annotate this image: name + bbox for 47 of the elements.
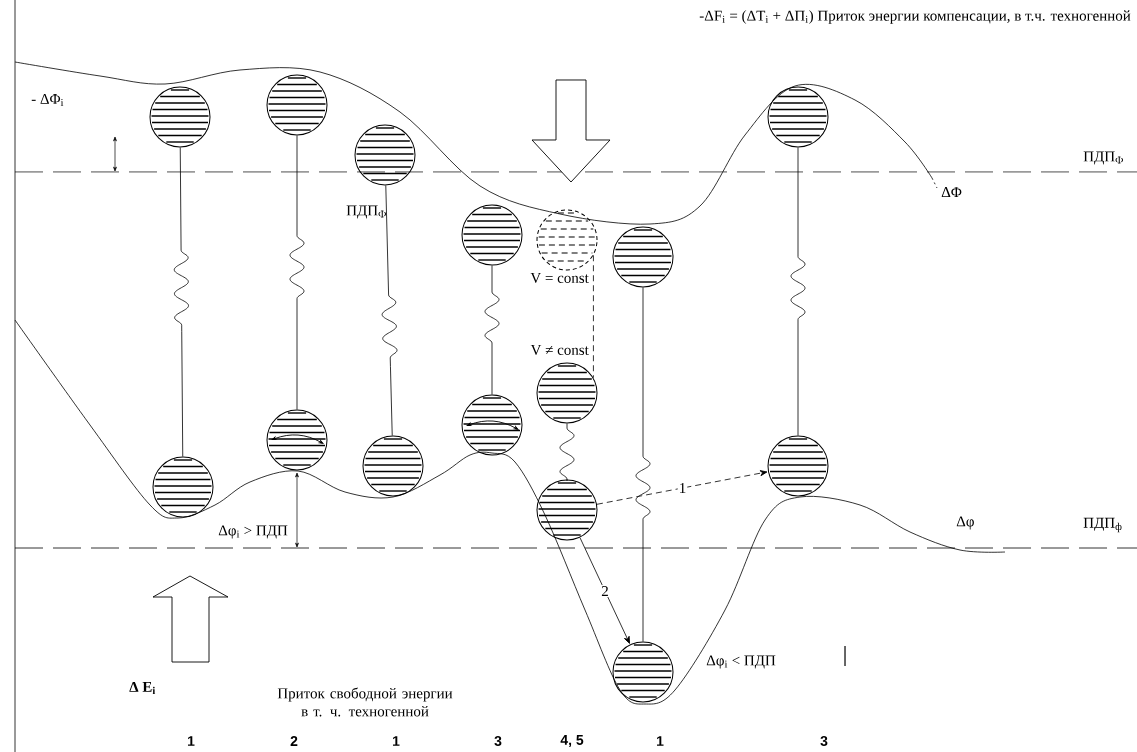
hatched-ball [266, 409, 328, 471]
curve-label: Δφ [956, 516, 974, 530]
heading-text: -ΔF$_{i}$ = (ΔT$_{i}$ + ΔП$_{i}$) Приток энергии компенсации, в т.ч. техногенной [699, 10, 1131, 24]
connector [579, 537, 630, 644]
hatched-ball [767, 86, 829, 148]
hatched-ball [354, 124, 416, 186]
level-label: ПДП$_{Ф}$ [346, 205, 386, 219]
hatched-ball [149, 86, 211, 148]
level-label: ПДП$_{ф}$ [1083, 517, 1122, 533]
connector [635, 287, 651, 642]
connector [593, 254, 594, 379]
hatched-ball [152, 456, 214, 518]
inflow-text: Приток свободной энергии в т. ч. техногенной [277, 687, 453, 717]
column-number: 1 [188, 736, 195, 746]
column-number: 1 [393, 736, 400, 746]
hatched-ball [536, 362, 598, 424]
dashed-ball [536, 209, 598, 271]
column-number: 1 [657, 736, 664, 746]
hatched-ball [612, 641, 674, 703]
hatched-ball [612, 226, 674, 288]
connector [484, 265, 500, 395]
connector [790, 147, 806, 436]
connector [381, 185, 398, 436]
hatched-ball [362, 435, 424, 497]
hatched-ball [536, 479, 598, 541]
column-number: 2 [290, 736, 298, 746]
potential-label: Δφ$_{i}$ > ПДП [218, 525, 288, 539]
column-number: 3 [494, 736, 502, 746]
column-number: 4, 5 [560, 735, 584, 747]
connector [173, 147, 189, 457]
hatched-ball [461, 204, 523, 266]
connector [289, 135, 305, 410]
hatched-ball [461, 394, 523, 456]
hatched-ball [266, 74, 328, 136]
connector [596, 470, 768, 505]
edge-label: 2 [600, 585, 610, 597]
volume-label: V = const [530, 273, 589, 283]
volume-label: V ≠ const [530, 345, 589, 355]
level-label: ПДП$_{Ф}$ [1083, 151, 1123, 165]
edge-label: 1 [677, 482, 688, 494]
dimension-label: - ΔΦ$_{i}$ [31, 93, 64, 107]
column-number: 3 [820, 736, 828, 746]
potential-label: Δφ$_{i}$ < ПДП [706, 655, 776, 669]
curve-label: ΔΦ [941, 187, 962, 197]
connector [559, 423, 575, 482]
hatched-ball [767, 435, 829, 497]
energy-label: Δ E$_{i}$ [129, 681, 156, 695]
